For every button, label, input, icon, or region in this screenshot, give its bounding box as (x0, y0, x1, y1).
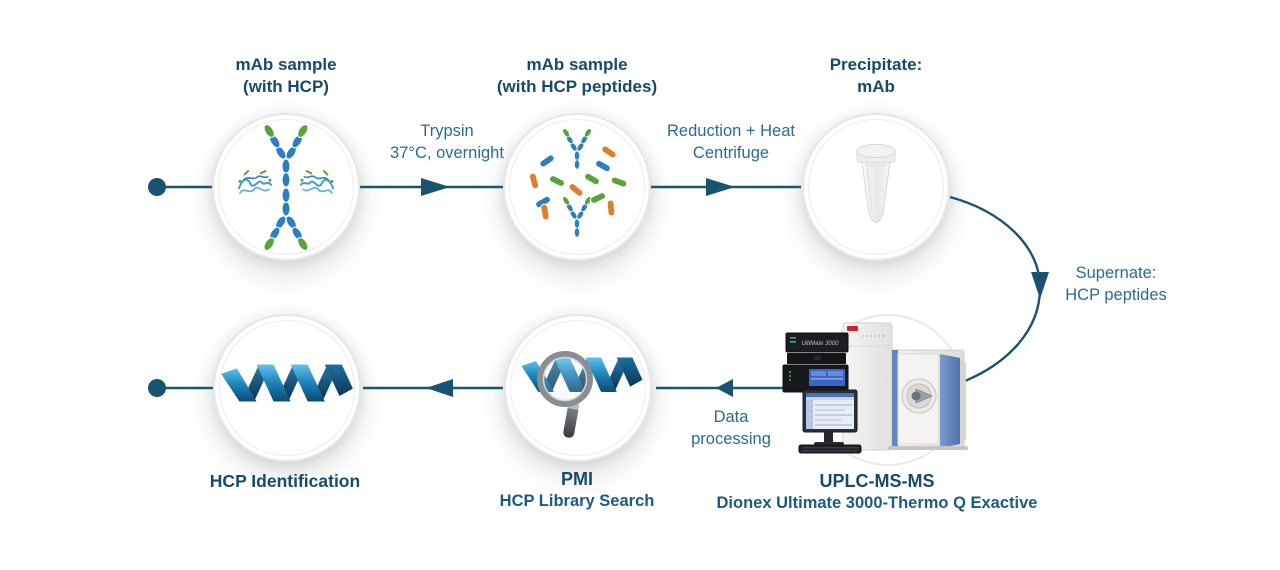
instrument-title-block: UPLC-MS-MS Dionex Ultimate 3000-Thermo Q… (687, 470, 1067, 514)
microcentrifuge-tube-icon (856, 144, 896, 223)
hplc-device-label: UltiMate 3000 (801, 341, 839, 347)
sample1-title: mAb sample (with HCP) (166, 54, 406, 98)
precipitate-title: Precipitate: mAb (756, 54, 996, 98)
pmi-circle (504, 314, 652, 462)
pmi-title: PMI (560, 469, 593, 489)
arrowhead-identification (426, 379, 453, 397)
precipitate-title-line2: mAb (857, 77, 895, 96)
sample1-title-line2: (with HCP) (243, 77, 329, 96)
hplc-stack: UltiMate 3000 (782, 332, 849, 393)
reduction-label-line1: Reduction + Heat (667, 122, 795, 140)
instrument-subtitle: Dionex Ultimate 3000-Thermo Q Exactive (716, 494, 1038, 512)
sample2-circle (503, 113, 651, 261)
antibody-hcp-icon (237, 122, 335, 253)
arrowhead-data-processing (716, 379, 733, 397)
data-processing-line1: Data (713, 408, 749, 426)
start-dot-top (148, 178, 166, 196)
trypsin-label: Trypsin 37°C, overnight (347, 120, 547, 164)
reduction-label-line2: Centrifuge (692, 144, 770, 162)
reduction-label: Reduction + Heat Centrifuge (631, 120, 831, 164)
arrowhead-supernate (1031, 272, 1049, 299)
keyboard (798, 444, 862, 454)
sample2-title-line1: mAb sample (526, 55, 628, 74)
identification-title-text: HCP Identification (209, 471, 361, 491)
supernate-label: Supernate: HCP peptides (1016, 262, 1216, 306)
data-processing-line2: processing (691, 430, 771, 448)
thermo-logo (847, 326, 858, 331)
helix-icon (221, 364, 353, 402)
arrowhead-trypsin (421, 178, 450, 196)
magnifier-glass (537, 351, 593, 438)
pmi-subtitle: HCP Library Search (499, 492, 655, 510)
instrument-title: UPLC-MS-MS (819, 471, 935, 491)
trypsin-label-line1: Trypsin (420, 122, 474, 140)
sample1-circle (212, 113, 360, 261)
pmi-title-block: PMI HCP Library Search (477, 468, 677, 512)
arrowhead-reduction (706, 178, 735, 196)
identification-title: HCP Identification (155, 470, 415, 492)
identification-circle (213, 314, 361, 462)
sample2-title: mAb sample (with HCP peptides) (457, 54, 697, 98)
end-dot-bottom (148, 379, 166, 397)
supernate-label-line2: HCP peptides (1065, 286, 1167, 304)
sample2-title-line2: (with HCP peptides) (496, 77, 658, 96)
helix-magnifier-icon (521, 351, 643, 438)
workstation-monitor (798, 389, 862, 454)
precipitate-title-line1: Precipitate: (829, 55, 923, 74)
data-processing-label: Data processing (661, 406, 801, 450)
trypsin-label-line2: 37°C, overnight (390, 144, 504, 162)
instrument-illustration: UltiMate 3000 (782, 314, 968, 466)
supernate-label-line1: Supernate: (1075, 264, 1157, 282)
mass-spectrometer (842, 322, 968, 451)
sample1-title-line1: mAb sample (235, 55, 337, 74)
precipitate-circle (802, 113, 950, 261)
